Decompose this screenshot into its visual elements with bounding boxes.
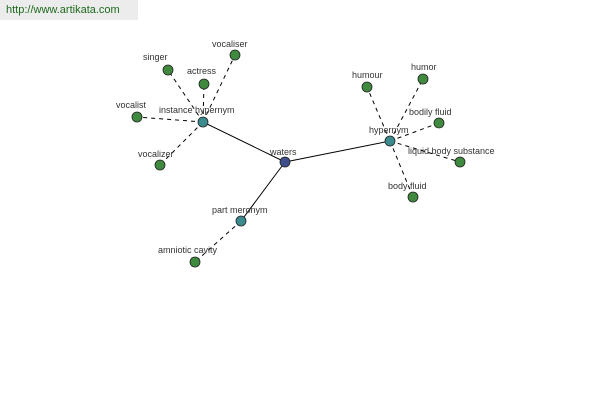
label-vocaliser[interactable]: vocaliser: [212, 39, 248, 49]
label-amniotic-cavity[interactable]: amniotic cavity: [158, 245, 218, 255]
node-vocalist[interactable]: [131, 111, 143, 123]
node-waters[interactable]: [279, 156, 291, 168]
edge-hypernym-humor: [389, 78, 424, 142]
edge-instance-hypernym-vocalizer: [159, 121, 204, 166]
label-body-fluid[interactable]: body fluid: [388, 181, 427, 191]
edge-hypernym-humour: [366, 86, 391, 142]
node-body-fluid[interactable]: [407, 191, 419, 203]
node-singer[interactable]: [162, 64, 174, 76]
label-vocalizer[interactable]: vocalizer: [138, 149, 174, 159]
label-actress[interactable]: actress: [187, 66, 217, 76]
node-amniotic-cavity[interactable]: [189, 256, 201, 268]
edge-instance-hypernym-actress: [202, 83, 205, 123]
label-liquid-body-substance[interactable]: liquid body substance: [408, 146, 495, 156]
node-vocalizer[interactable]: [154, 159, 166, 171]
node-humour[interactable]: [361, 81, 373, 93]
label-humor[interactable]: humor: [411, 62, 437, 72]
edge-waters-part-meronym: [240, 161, 286, 222]
edge-waters-hypernym: [284, 140, 391, 163]
edge-part-meronym-amniotic-cavity: [194, 220, 242, 263]
node-humor[interactable]: [417, 73, 429, 85]
node-liquid-body-substance[interactable]: [454, 156, 466, 168]
label-bodily-fluid[interactable]: bodily fluid: [409, 107, 452, 117]
node-actress[interactable]: [198, 78, 210, 90]
edge-hypernym-body-fluid: [389, 140, 414, 198]
edge-instance-hypernym-vocalist: [136, 116, 204, 123]
node-vocaliser[interactable]: [229, 49, 241, 61]
node-bodily-fluid[interactable]: [433, 117, 445, 129]
edge-waters-instance-hypernym: [202, 121, 286, 163]
label-singer[interactable]: singer: [143, 52, 168, 62]
edge-hypernym-bodily-fluid: [389, 122, 440, 142]
site-url-link[interactable]: http://www.artikata.com: [6, 4, 120, 16]
edge-instance-hypernym-singer: [167, 69, 204, 123]
node-hypernym[interactable]: [384, 135, 396, 147]
label-humour[interactable]: humour: [352, 70, 383, 80]
label-instance-hypernym[interactable]: instance hypernym: [159, 105, 235, 115]
label-vocalist[interactable]: vocalist: [116, 100, 147, 110]
url-bar: http://www.artikata.com: [0, 0, 138, 20]
label-part-meronym[interactable]: part meronym: [212, 205, 268, 215]
node-part-meronym[interactable]: [235, 215, 247, 227]
node-instance-hypernym[interactable]: [197, 116, 209, 128]
label-waters[interactable]: waters: [269, 147, 297, 157]
label-hypernym[interactable]: hypernym: [369, 125, 409, 135]
